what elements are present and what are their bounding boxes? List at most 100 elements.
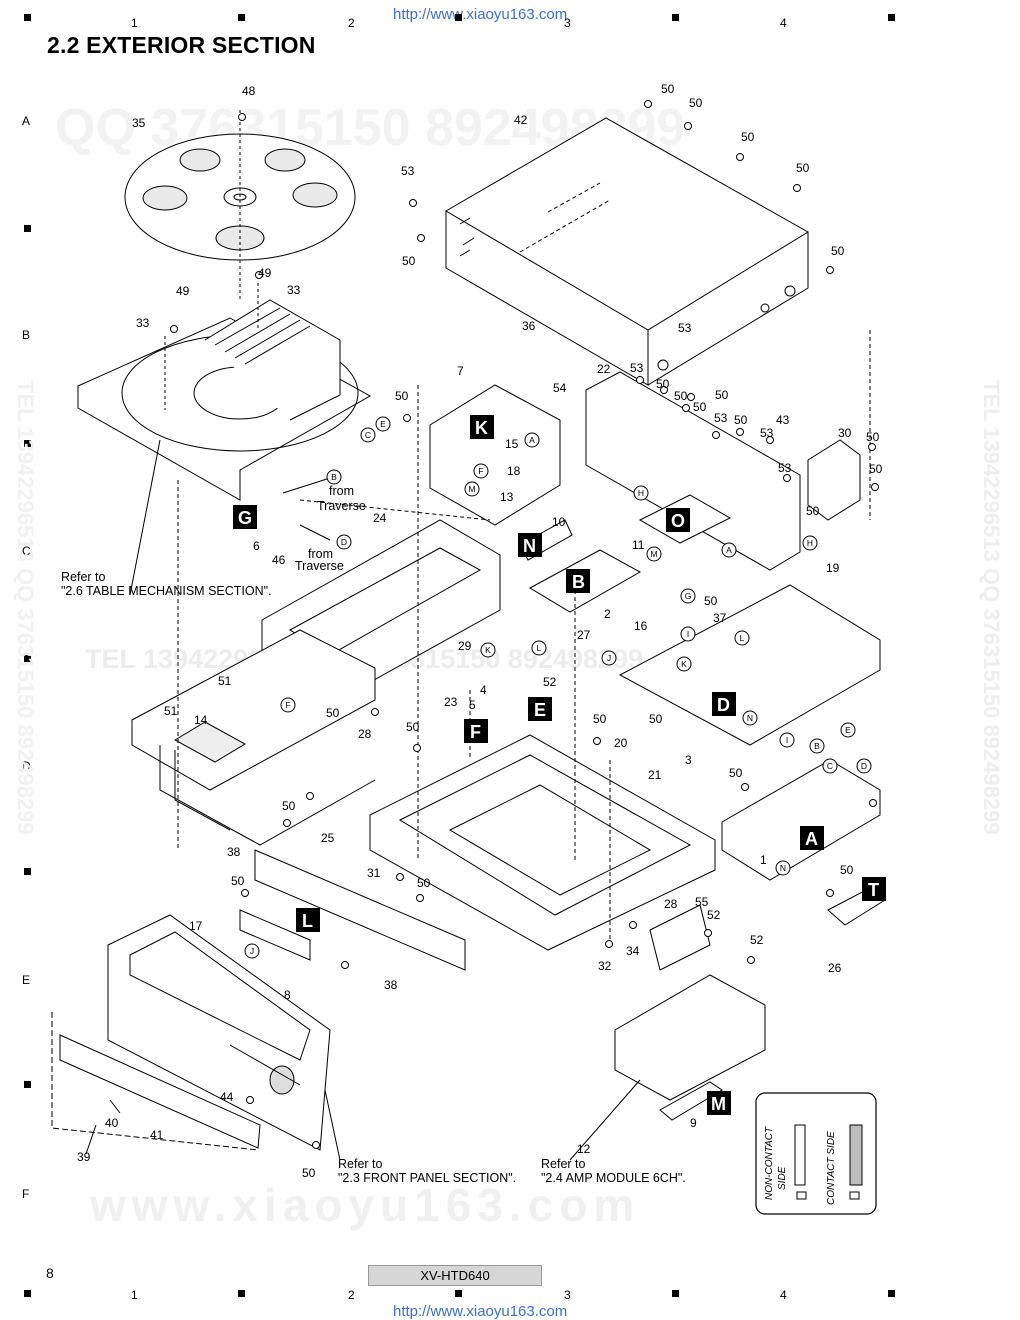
column-label: 1: [131, 16, 138, 30]
part-number: 42: [514, 113, 528, 127]
part-number: 32: [598, 959, 612, 973]
note-text: Traverse: [295, 559, 344, 573]
connector-label: K: [485, 645, 491, 655]
screw-icon: [246, 1096, 254, 1104]
part-number: 50: [326, 706, 340, 720]
page-title: 2.2 EXTERIOR SECTION: [47, 32, 316, 58]
grid-marker: [24, 1081, 31, 1088]
part-number: 38: [384, 978, 398, 992]
part-number: 3: [685, 753, 692, 767]
part-number: 9: [690, 1116, 697, 1130]
screw-icon: [593, 737, 601, 745]
grid-marker: [24, 868, 31, 875]
screw-icon: [417, 234, 425, 242]
screw-icon: [871, 483, 879, 491]
part-number: 50: [302, 1166, 316, 1180]
screw-icon: [704, 929, 712, 937]
connector-label: L: [740, 633, 745, 643]
screw-icon: [306, 792, 314, 800]
chassis-24: [131, 519, 501, 846]
block-label-L: L: [302, 911, 313, 931]
part-number: 21: [648, 768, 662, 782]
screw-icon: [241, 889, 249, 897]
part-number: 52: [707, 908, 721, 922]
block-label-D: D: [717, 695, 730, 715]
part-number: 50: [866, 430, 880, 444]
block-label-A: A: [805, 829, 818, 849]
watermark-right: TEL 13942296513 QQ 376315150 892498299: [979, 380, 1004, 835]
part-number: 46: [272, 553, 286, 567]
connector-label: E: [380, 419, 386, 429]
part-number: 50: [704, 594, 718, 608]
note-text: from: [308, 547, 333, 561]
part-number: 34: [626, 944, 640, 958]
block-label-N: N: [523, 536, 536, 556]
column-label: 1: [131, 1288, 138, 1302]
grid-marker: [672, 14, 679, 21]
part-number: 54: [553, 381, 567, 395]
grid-marker: [455, 14, 462, 21]
part-number: 25: [321, 831, 335, 845]
part-number: 31: [367, 866, 381, 880]
screw-icon: [312, 1141, 320, 1149]
note-text: Refer to: [61, 570, 106, 584]
block-label-T: T: [868, 880, 879, 900]
connector-label: E: [845, 725, 851, 735]
block-label-M: M: [711, 1094, 726, 1114]
part-number: 50: [693, 400, 707, 414]
top-cover-42: [445, 117, 809, 386]
part-number: 50: [734, 413, 748, 427]
connector-label: B: [331, 472, 337, 482]
part-number: 52: [543, 675, 557, 689]
screw-icon: [283, 819, 291, 827]
connector-label: H: [638, 488, 644, 498]
screw-icon: [409, 199, 417, 207]
screw-icon: [682, 404, 690, 412]
part-number: 49: [176, 284, 190, 298]
screw-icon: [826, 889, 834, 897]
note-text: "2.6 TABLE MECHANISM SECTION".: [61, 584, 272, 598]
connector-label: K: [681, 659, 687, 669]
part-number: 50: [869, 462, 883, 476]
part-number: 16: [634, 619, 648, 633]
part-number: 20: [614, 736, 628, 750]
connector-label: J: [607, 653, 611, 663]
column-label: 4: [780, 1288, 787, 1302]
column-label: 2: [348, 16, 355, 30]
connector-label: M: [468, 484, 475, 494]
grid-marker: [238, 14, 245, 21]
footer-url[interactable]: http://www.xiaoyu163.com: [393, 1303, 568, 1320]
header-url[interactable]: http://www.xiaoyu163.com: [393, 6, 568, 23]
grid-marker: [455, 1290, 462, 1297]
block-label-E: E: [534, 700, 546, 720]
part-number: 2: [604, 607, 611, 621]
note-text: Refer to: [338, 1157, 383, 1171]
part-number: 53: [760, 426, 774, 440]
column-label: 3: [564, 16, 571, 30]
part-number: 51: [164, 704, 178, 718]
chassis-21: [369, 734, 716, 951]
note-text: Traverse: [317, 499, 366, 513]
screw-icon: [413, 744, 421, 752]
screw-icon: [255, 271, 263, 279]
part-number: 50: [649, 712, 663, 726]
connector-label: L: [537, 643, 542, 653]
part-number: 26: [828, 961, 842, 975]
screw-icon: [712, 431, 720, 439]
part-number: 43: [776, 413, 790, 427]
screw-icon: [371, 708, 379, 716]
connector-label: N: [747, 713, 753, 723]
part-number: 53: [630, 361, 644, 375]
part-number: 53: [714, 411, 728, 425]
part-number: 28: [664, 897, 678, 911]
screw-icon: [783, 474, 791, 482]
connector-label: C: [365, 430, 371, 440]
part-number: 5: [469, 698, 476, 712]
table-mechanism: [77, 283, 372, 501]
part-number: 17: [189, 919, 203, 933]
part-number: 50: [402, 254, 416, 268]
part-number: 39: [77, 1150, 91, 1164]
part-number: 10: [552, 515, 566, 529]
legend-text: NON-CONTACT: [764, 1126, 775, 1200]
screw-icon: [605, 940, 613, 948]
